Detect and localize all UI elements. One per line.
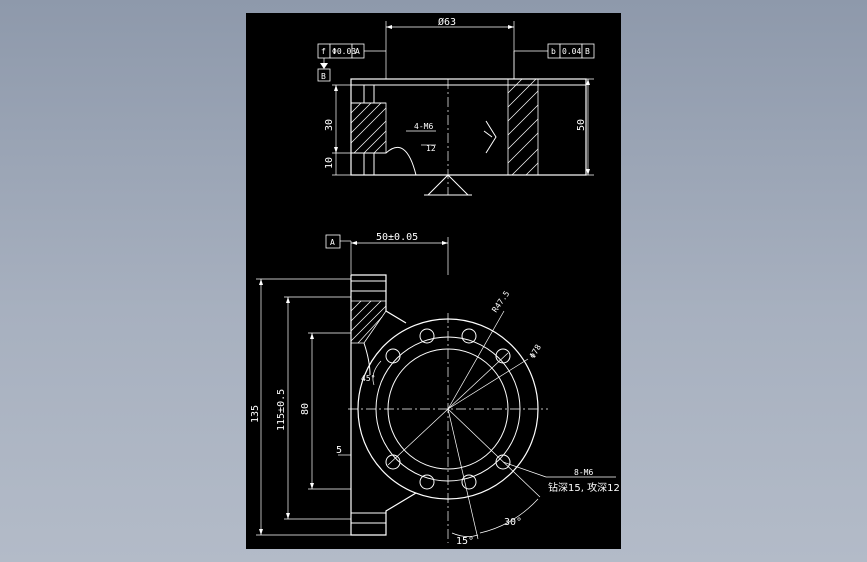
- thread-depth: 12: [426, 144, 436, 153]
- datum-b: B: [321, 72, 326, 81]
- hatch-left-top: [350, 102, 387, 154]
- hole-note: 钻深15, 攻深12: [548, 481, 620, 494]
- dim-5: 5: [336, 445, 342, 456]
- dim-80: 80: [300, 403, 311, 415]
- svg-text:Φ0.03: Φ0.03: [332, 47, 356, 56]
- hatch-right-top: [507, 78, 539, 176]
- svg-text:A: A: [355, 47, 360, 56]
- datum-a: A: [330, 238, 335, 247]
- bolt-holes: [385, 328, 511, 490]
- dim-30: 30: [324, 119, 335, 131]
- dim-115: 115±0.5: [276, 389, 287, 431]
- angle-45: 45°: [361, 374, 375, 383]
- svg-text:B: B: [585, 47, 590, 56]
- angle-30: 30°: [504, 517, 522, 528]
- fcf-left: f Φ0.03 A B: [317, 43, 386, 82]
- dim-height-right: 50: [576, 119, 587, 131]
- dim-diameter-top: Ø63: [438, 16, 456, 28]
- angle-15: 15°: [456, 536, 474, 547]
- dim-offset: 50±0.05: [376, 232, 418, 243]
- hatch-front-upper: [350, 300, 387, 344]
- front-view: A 50±0.05: [250, 232, 620, 547]
- hole-callout: 8-M6: [574, 468, 593, 477]
- fcf-right: b 0.04 B: [513, 43, 595, 79]
- drawing-sheet: Ø63: [246, 13, 621, 549]
- dim-dia-front: Φ78: [528, 343, 543, 360]
- svg-text:f: f: [321, 47, 326, 56]
- dim-radius: R47.5: [490, 289, 511, 314]
- svg-text:b: b: [551, 47, 556, 56]
- dim-10: 10: [324, 157, 335, 169]
- dim-135: 135: [250, 405, 261, 423]
- cad-drawing: Ø63: [250, 16, 620, 547]
- top-view: Ø63: [317, 16, 595, 196]
- thread-callout: 4-M6: [414, 122, 433, 131]
- svg-text:0.04: 0.04: [562, 47, 581, 56]
